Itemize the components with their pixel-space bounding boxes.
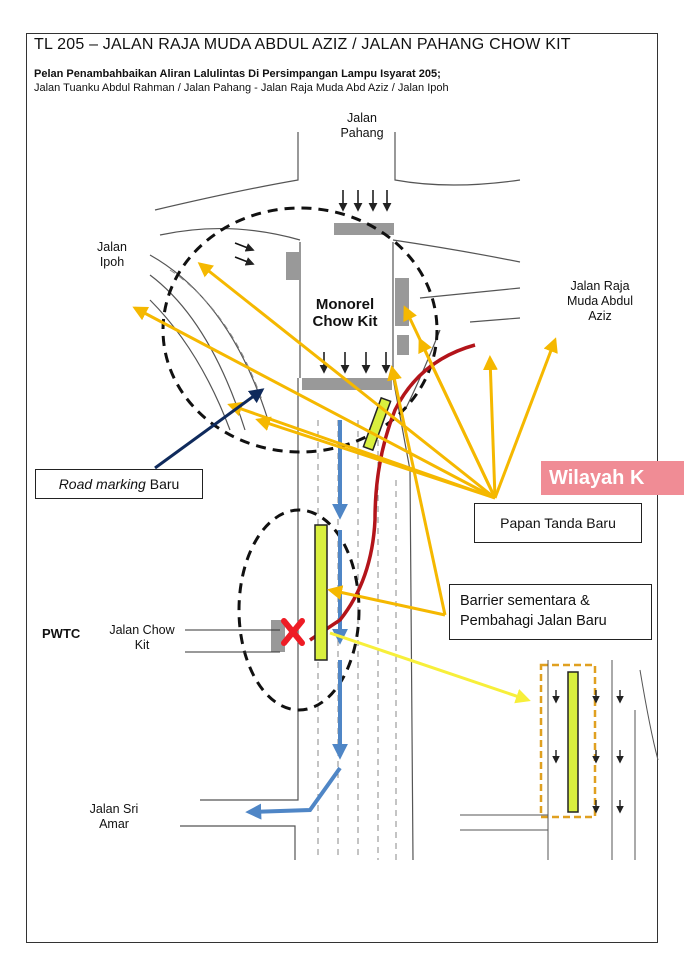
cross-icon xyxy=(281,618,305,646)
watermark: Wilayah K xyxy=(541,461,684,495)
label-jalan-sri-amar: Jalan Sri Amar xyxy=(89,802,139,831)
road-marking-pointer xyxy=(154,388,265,470)
page-title: TL 205 – JALAN RAJA MUDA ABDUL AZIZ / JA… xyxy=(34,36,571,53)
lane-dividers xyxy=(169,269,397,860)
red-route xyxy=(309,343,476,642)
sign-arrows xyxy=(132,262,558,617)
label-jalan-chow-kit: Jalan Chow Kit xyxy=(109,623,175,652)
label-pwtc: PWTC xyxy=(42,626,81,641)
callout-barrier: Barrier sementara & Pembahagi Jalan Baru xyxy=(449,584,652,640)
inset-pointer xyxy=(329,631,531,704)
callout-road-marking-italic: Road marking xyxy=(58,476,146,492)
leader-lines xyxy=(185,629,280,653)
plan-subtitle: Pelan Penambahbaikan Aliran Lalulintas D… xyxy=(34,68,441,80)
label-monorel: Monorel Chow Kit xyxy=(312,296,378,330)
road-edges xyxy=(149,132,521,861)
plan-location: Jalan Tuanku Abdul Rahman / Jalan Pahang… xyxy=(34,82,449,94)
label-jalan-ipoh: Jalan Ipoh xyxy=(97,240,127,269)
label-jalan-pahang: Jalan Pahang xyxy=(340,111,384,140)
callout-road-marking: Road marking Baru xyxy=(35,469,203,499)
callout-papan-tanda: Papan Tanda Baru xyxy=(474,503,642,543)
label-jalan-raja-muda: Jalan Raja Muda Abdul Aziz xyxy=(566,279,634,323)
inset-detail xyxy=(460,660,659,860)
callout-road-marking-rest: Baru xyxy=(145,476,180,492)
zebra-crossings xyxy=(271,223,409,652)
lane-arrow-icon xyxy=(234,190,392,374)
